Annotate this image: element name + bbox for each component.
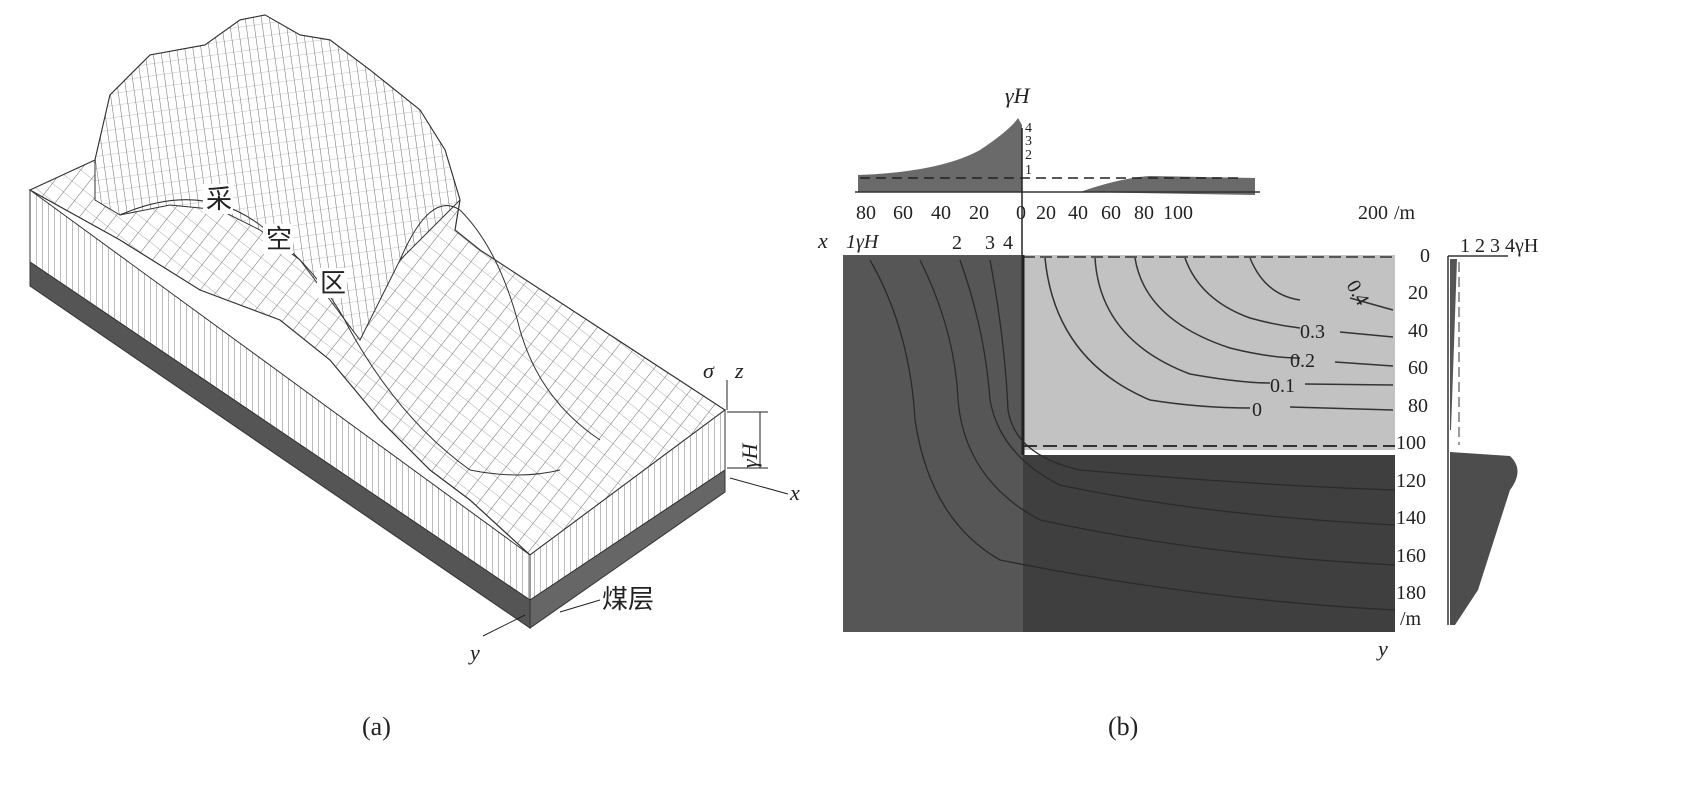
xtick: 100	[1163, 202, 1193, 224]
ytick: 120	[1396, 470, 1426, 492]
gob-char-1: 采	[206, 185, 232, 214]
contour-label: 0	[1252, 399, 1262, 421]
coal-seam-right	[529, 469, 726, 629]
solid-coal-lower-region	[1023, 455, 1395, 632]
caption-a: (a)	[362, 712, 391, 741]
z-axis-label: z	[734, 358, 744, 383]
x-unit: /m	[1394, 202, 1416, 224]
ytick: 60	[1408, 357, 1428, 379]
xtick: 0	[1016, 202, 1026, 224]
left-abutment-stress-area	[858, 118, 1022, 192]
left-scale-4: 4	[1003, 232, 1013, 254]
ytick: 4	[1025, 121, 1032, 136]
xtick: 80	[856, 202, 876, 224]
caption-b: (b)	[1108, 712, 1138, 741]
xtick: 200	[1358, 202, 1388, 224]
contour-label: 0.1	[1270, 375, 1295, 397]
top-profile-ylabel: γH	[1005, 83, 1031, 108]
right-depth-axis: 0 20 40 60 80 100 120 140 160 180 /m	[1396, 245, 1430, 630]
pillar-contours	[869, 259, 1396, 611]
ytick: 40	[1408, 320, 1428, 342]
panel-b-stress-contour-map: γH 1 2 3 4 80 60 40 20 0 20 40 60 80 100…	[817, 83, 1538, 741]
side-abutment-ridge	[399, 205, 601, 441]
coal-seam-label: 煤层	[602, 585, 654, 614]
left-scale-1: 1γH	[846, 231, 880, 253]
ytick: 2	[1025, 148, 1032, 163]
xtick: 20	[1036, 202, 1056, 224]
ytick: 1	[1025, 163, 1032, 178]
gob-contours	[1044, 257, 1394, 411]
left-scale-2: 2	[952, 232, 962, 254]
gob-char-2: 空	[266, 225, 292, 254]
right-stress-area	[1080, 176, 1255, 195]
xtick: 60	[1101, 202, 1121, 224]
xtick: 20	[969, 202, 989, 224]
y-unit: /m	[1400, 608, 1422, 630]
right-profile-scale: 1 2 3 4γH	[1460, 235, 1538, 257]
xtick: 40	[931, 202, 951, 224]
panel-a-3d-stress-surface: 采 空 区 σ z γH x y 煤层 (a)	[28, 14, 800, 741]
xtick: 40	[1068, 202, 1088, 224]
ytick: 100	[1396, 432, 1426, 454]
sigma-axis-label: σ	[703, 358, 715, 383]
x-axis-label-b: x	[817, 228, 828, 253]
panel-a-axes: σ z γH x y 煤层	[468, 358, 800, 665]
gob-label: 采 空 区	[203, 184, 347, 298]
ytick: 80	[1408, 395, 1428, 417]
xtick: 80	[1134, 202, 1154, 224]
ytick: 140	[1396, 507, 1426, 529]
y-axis-label-b: y	[1376, 636, 1388, 661]
contour-label: 0.2	[1290, 350, 1315, 372]
contour-label: 0.3	[1300, 321, 1325, 343]
left-scale-3: 3	[985, 232, 995, 254]
gamma-h-scale-label: γH	[737, 442, 762, 468]
right-stress-profile: 1 2 3 4γH	[1447, 235, 1538, 625]
x-axis-label: x	[789, 480, 800, 505]
ytick: 180	[1396, 582, 1426, 604]
gob-char-3: 区	[320, 269, 346, 298]
ytick: 0	[1420, 245, 1430, 267]
top-stress-profile: γH 1 2 3 4 80 60 40 20 0 20 40 60 80 100…	[855, 83, 1416, 255]
coal-pillar-left-region	[843, 255, 1023, 632]
xtick: 60	[893, 202, 913, 224]
ytick: 3	[1025, 134, 1032, 149]
gob-region	[1023, 255, 1395, 450]
y-axis-label: y	[468, 640, 480, 665]
ytick: 20	[1408, 282, 1428, 304]
ytick: 160	[1396, 545, 1426, 567]
